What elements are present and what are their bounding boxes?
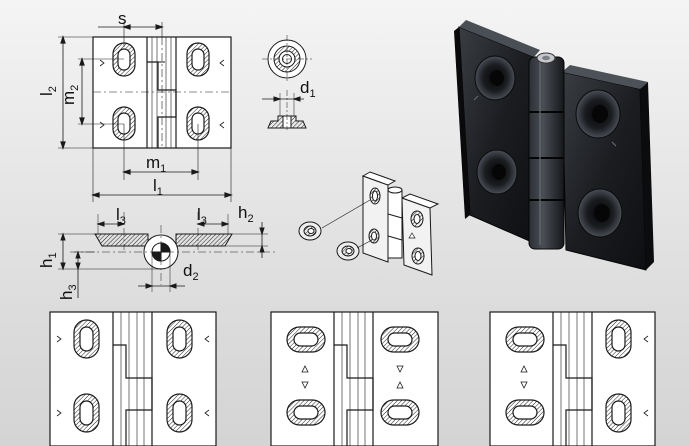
label-l1: l1 (153, 176, 163, 198)
slot-tr (186, 42, 210, 77)
label-m2: m2 (59, 85, 81, 105)
label-m1: m1 (146, 153, 166, 175)
label-h3: h3 (57, 284, 79, 300)
slot-bl (112, 106, 136, 141)
label-h2: h2 (238, 203, 254, 225)
render-hole-l2 (476, 149, 518, 195)
isometric-sketch (298, 171, 440, 276)
render-hole-r2 (577, 188, 623, 238)
label-d1: d1 (300, 78, 316, 100)
variant-panel-2 (270, 311, 439, 446)
label-d2: d2 (183, 261, 199, 283)
dimension-labels: s l2 m2 m1 l1 d1 l3 l3 h2 h1 h3 d2 (37, 9, 316, 300)
label-l3-left: l3 (116, 205, 126, 227)
render-hole-r1 (575, 89, 621, 139)
render-hole-l1 (474, 55, 516, 101)
washer-detail-drawing (262, 35, 312, 130)
slot-tl (112, 42, 136, 77)
front-view-drawing (58, 22, 233, 202)
hinge-product-image (454, 20, 654, 271)
variant-panel-1 (49, 311, 217, 446)
label-s: s (118, 9, 127, 28)
label-h1: h1 (37, 252, 59, 268)
label-l3-right: l3 (197, 205, 207, 227)
variant-panel-3 (489, 311, 656, 446)
side-section-drawing (58, 212, 275, 298)
label-l2: l2 (37, 86, 59, 96)
